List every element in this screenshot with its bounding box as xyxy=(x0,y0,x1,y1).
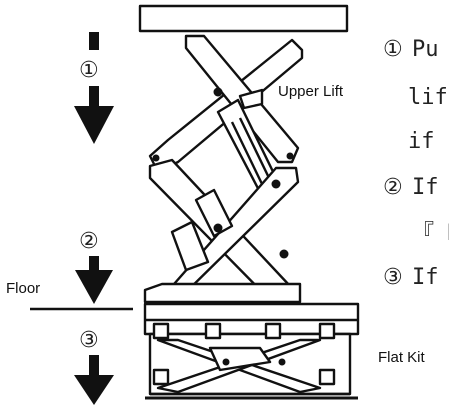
lift-top-platform xyxy=(138,4,349,33)
step-instructions: ① Pu lif if I ② If 『 D ③ If xyxy=(383,37,449,290)
step-2-marker: ② xyxy=(383,175,403,200)
pivot-pins xyxy=(152,87,294,366)
arrow-step-3-number: ③ xyxy=(79,328,99,353)
arrow-step-2: ② xyxy=(75,229,113,304)
step-1-marker: ① xyxy=(383,37,403,62)
flat-kit-label: Flat Kit xyxy=(378,349,426,366)
step-1-line-1: Pu xyxy=(412,37,439,62)
arrow-step-3: ③ xyxy=(74,328,114,405)
step-1-line-2: lif xyxy=(408,85,448,110)
floor-label: Floor xyxy=(6,280,40,297)
step-3-line-1: If xyxy=(412,265,439,290)
step-1-line-3: if I xyxy=(408,129,449,154)
arrow-step-1: ① xyxy=(74,32,114,144)
arrow-step-2-number: ② xyxy=(79,229,99,254)
step-2-line-1: If xyxy=(412,175,439,200)
arrow-step-1-number: ① xyxy=(79,58,99,83)
step-3-marker: ③ xyxy=(383,265,403,290)
upper-lift-label: Upper Lift xyxy=(278,83,344,100)
scissor-lift xyxy=(138,4,360,400)
step-2-line-2: 『 D xyxy=(412,221,449,246)
